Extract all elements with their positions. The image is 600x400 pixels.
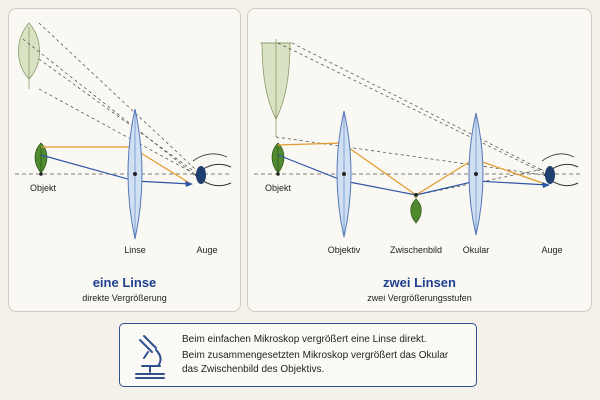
label-object: Objekt [264, 183, 292, 193]
construction-lines [275, 42, 545, 196]
intermediate-image-leaf-icon [410, 193, 422, 224]
panel-subtitle: zwei Vergrößerungsstufen [367, 293, 472, 303]
ocular-lens-icon [468, 112, 484, 236]
orange-ray [41, 146, 192, 185]
label-eye: Auge [541, 245, 563, 255]
caption-line-2: Beim zusammengesetzten Mikroskop vergröß… [182, 350, 449, 361]
orange-ray [277, 142, 549, 196]
label-ocular: Okular [462, 245, 490, 255]
lens-icon [127, 108, 143, 240]
label-objective: Objektiv [327, 245, 361, 255]
blue-ray [277, 154, 549, 196]
microscope-icon [135, 335, 165, 379]
label-intermediate-image: Zwischenbild [389, 245, 443, 255]
caption-box: Beim einfachen Mikroskop vergrößert eine… [119, 323, 477, 387]
panel-title: eine Linse [92, 275, 157, 290]
panel-title: zwei Linsen [383, 275, 456, 290]
two-lens-diagram [254, 39, 583, 238]
object-leaf-icon [34, 142, 48, 176]
virtual-image-leaf-icon [18, 22, 40, 89]
caption-line-1: Beim einfachen Mikroskop vergrößert eine… [182, 334, 427, 345]
two-lens-panel: Objekt Objektiv Zwischenbild Okular Auge… [247, 8, 592, 312]
caption-line-3: das Zwischenbild des Objektivs. [182, 364, 325, 375]
label-lens: Linse [124, 245, 146, 255]
single-lens-diagram [15, 22, 232, 240]
eye-icon [192, 153, 232, 187]
eye-icon [541, 153, 579, 187]
single-lens-panel: Objekt Linse Auge eine Linse direkte Ver… [8, 8, 241, 312]
object-leaf-icon [271, 142, 285, 176]
construction-lines [22, 22, 196, 176]
panel-subtitle: direkte Vergrößerung [82, 293, 167, 303]
label-object: Objekt [29, 183, 57, 193]
label-eye: Auge [196, 245, 218, 255]
objective-lens-icon [336, 110, 352, 238]
virtual-image-leaf-icon [260, 39, 292, 137]
